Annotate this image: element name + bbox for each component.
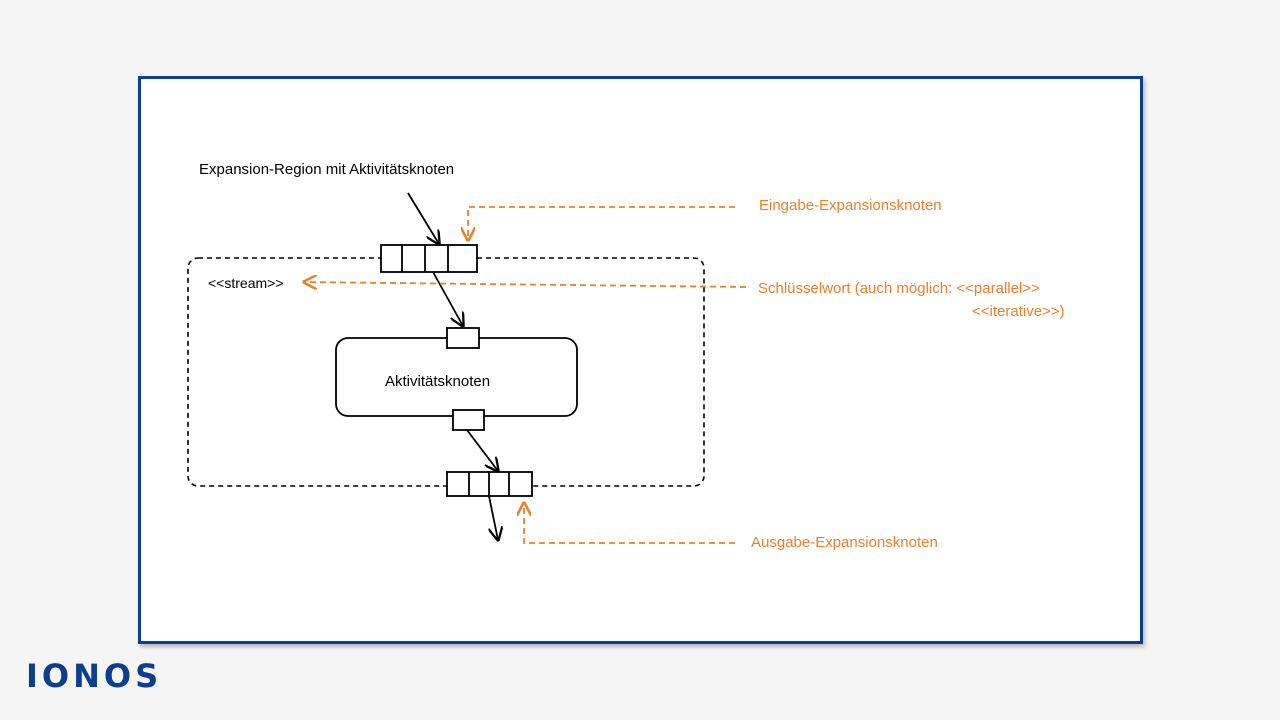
output-node-annotation: Ausgabe-Expansionsknoten [751,534,938,551]
arrow-keyword-annotation [304,282,747,287]
input-node-annotation: Eingabe-Expansionsknoten [759,197,942,214]
arrow-output-out [488,495,498,540]
ionos-logo: IONOS [26,657,163,695]
activity-input-pin [446,327,480,349]
activity-output-pin [452,409,485,431]
diagram-title: Expansion-Region mit Aktivitätsknoten [199,161,454,178]
keyword-label: <<stream>> [208,275,284,291]
arrow-title-to-input [407,192,439,244]
arrow-activity-to-output [466,429,498,471]
keyword-annotation-line2: <<iterative>>) [972,303,1065,320]
keyword-annotation-line1: Schlüsselwort (auch möglich: <<parallel>… [758,280,1040,297]
input-expansion-node [380,244,478,273]
arrow-input-annotation [468,206,735,240]
output-expansion-node [446,471,533,497]
activity-node-label: Aktivitätsknoten [385,373,490,390]
slide-frame [138,76,1143,644]
arrow-input-to-activity [432,271,463,326]
arrow-output-annotation [524,503,735,544]
